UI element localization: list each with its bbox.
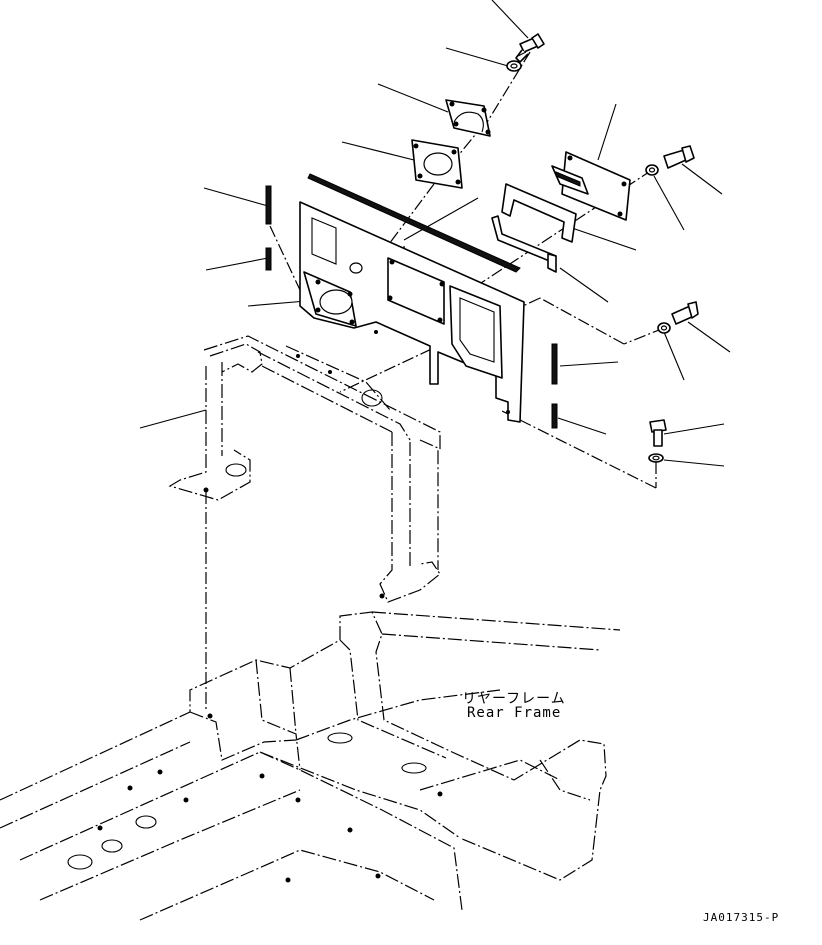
figure-id: JA017315-P [703, 911, 780, 924]
washer-top-icon [506, 60, 522, 72]
bolt-right-upper-icon [663, 145, 695, 169]
leader-lines [139, 0, 731, 467]
support-frame-icon [168, 335, 441, 603]
washer-right-middle-icon [657, 322, 671, 334]
pin-lower-right-icon [551, 403, 558, 429]
bolt-right-lower-icon [649, 419, 667, 447]
bolt-top-icon [515, 33, 545, 63]
rear-frame-label-japanese: リヤーフレーム [462, 691, 566, 707]
seal-strip-icon [307, 173, 521, 273]
cover-panel-icon [299, 201, 525, 423]
bracket-icon [445, 99, 491, 137]
washer-right-upper-icon [645, 164, 659, 176]
rear-frame-icon [0, 611, 621, 921]
u-bracket-icon [491, 215, 557, 273]
small-cover-icon [551, 151, 631, 221]
gasket-icon [501, 183, 577, 243]
pin-upper-left-icon [265, 185, 272, 225]
washer-right-lower-icon [648, 453, 664, 463]
bolt-right-middle-icon [671, 301, 699, 325]
plate-icon [411, 139, 463, 189]
rear-frame-label-english: Rear Frame [467, 705, 562, 721]
pin-upper-right-icon [551, 343, 558, 385]
pin-lower-left-icon [265, 247, 272, 271]
